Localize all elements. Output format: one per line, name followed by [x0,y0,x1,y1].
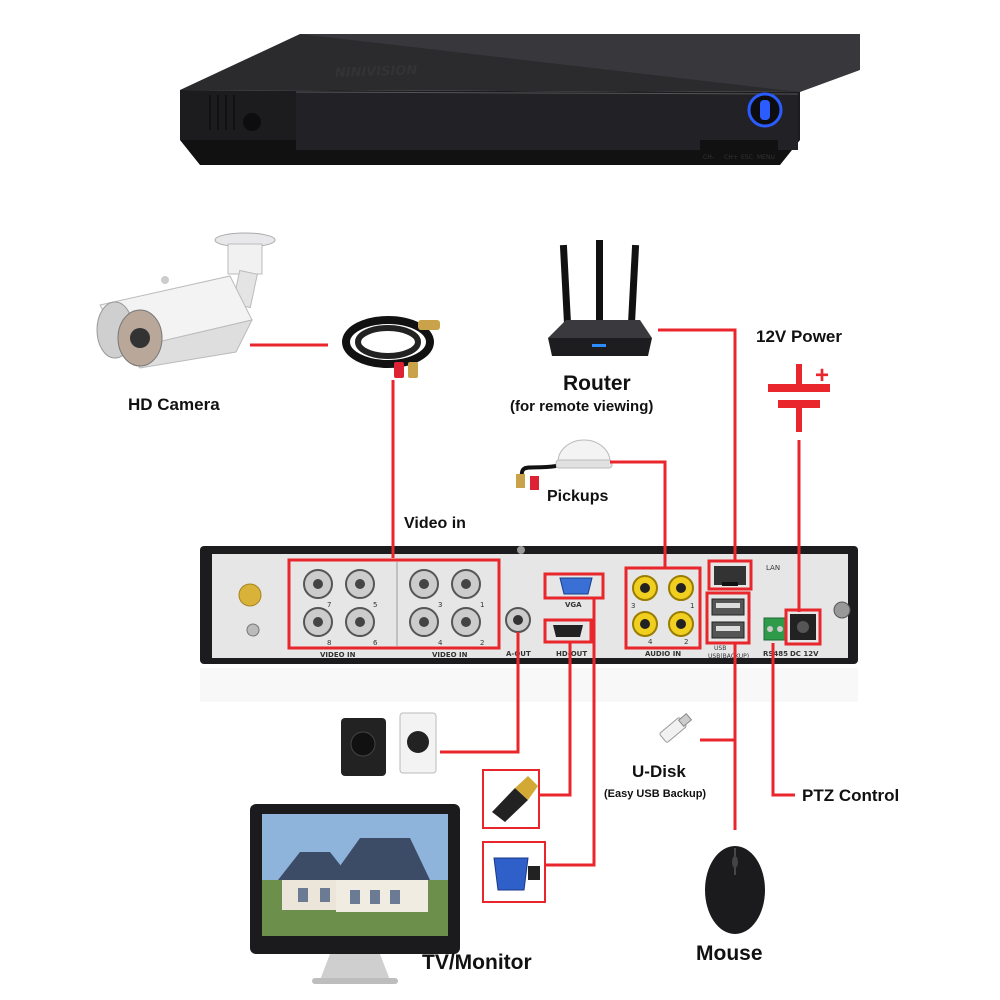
connector-lines [250,328,801,867]
tv-monitor-icon [250,804,460,984]
usb-ports-icon [705,591,751,645]
usb-label: USB [714,645,726,652]
vga-port-icon [543,572,605,600]
power-plus-sign: + [815,362,829,389]
audio-channel-label: 2 [684,638,688,646]
vga-label: VGA [565,601,582,609]
lan-label: LAN [766,564,780,572]
rs485-label: RS485 [763,650,788,658]
usb-flash-drive-icon [659,713,693,743]
power-label: 12V Power [756,327,842,346]
usb-backup-label: USB(BACKUP) [708,653,749,660]
ptz-control-label: PTZ Control [802,786,899,805]
hdmi-port-icon [543,618,593,644]
mouse-icon [705,846,765,934]
router-icon [548,240,652,356]
dvr-brand-logo: NINIVISION [335,63,418,81]
hd-camera-icon [96,232,276,369]
bnc-cable-coil-icon [342,316,440,378]
udisk-label: U-Disk [632,762,686,781]
front-button-esc: ESC [741,154,753,161]
front-buttons: CH- CH+ ESC MENU [700,140,778,161]
channel-label: 4 [438,639,443,647]
channel-label: 1 [480,601,484,609]
front-button-ch-plus: CH+ [724,154,738,161]
hd-camera-label: HD Camera [128,395,220,414]
ground-screw-icon [238,583,262,607]
pickups-label: Pickups [547,488,608,505]
rs485-terminal-icon [763,617,787,641]
hdmi-cable-icon [482,769,540,829]
audio-in-group [624,566,702,650]
vga-cable-icon [482,841,546,903]
router-sub-label: (for remote viewing) [510,398,653,415]
audio-in-label: AUDIO IN [645,650,681,658]
front-button-ch-minus: CH- [703,154,714,161]
audio-channel-label: 3 [631,602,635,610]
channel-label: 5 [373,601,377,609]
dvr-front-unit [180,34,860,165]
audio-channel-label: 1 [690,602,694,610]
router-label: Router [563,372,631,395]
video-in-callout-label: Video in [404,515,466,532]
lan-port-icon [707,559,753,591]
front-button-menu: MENU [757,154,775,161]
video-in-label-1: VIDEO IN [320,651,356,659]
channel-label: 7 [327,601,331,609]
channel-label: 3 [438,601,442,609]
audio-channel-label: 4 [648,638,653,646]
speakers-icon [341,712,437,776]
mouse-label: Mouse [696,942,763,965]
udisk-sub-label: (Easy USB Backup) [604,788,706,800]
channel-label: 2 [480,639,484,647]
tv-monitor-label: TV/Monitor [422,951,532,974]
dc-jack-icon [784,608,822,646]
channel-label: 6 [373,639,378,647]
dc-power-symbol-icon [768,364,830,432]
video-in-label-2: VIDEO IN [432,651,468,659]
pickup-microphone-icon [516,439,613,490]
video-in-group-left [287,558,501,650]
audio-out-connector-icon [505,607,531,633]
hdout-label: HD-OUT [556,650,587,658]
channel-label: 8 [327,639,331,647]
dc12v-label: DC 12V [790,650,819,658]
